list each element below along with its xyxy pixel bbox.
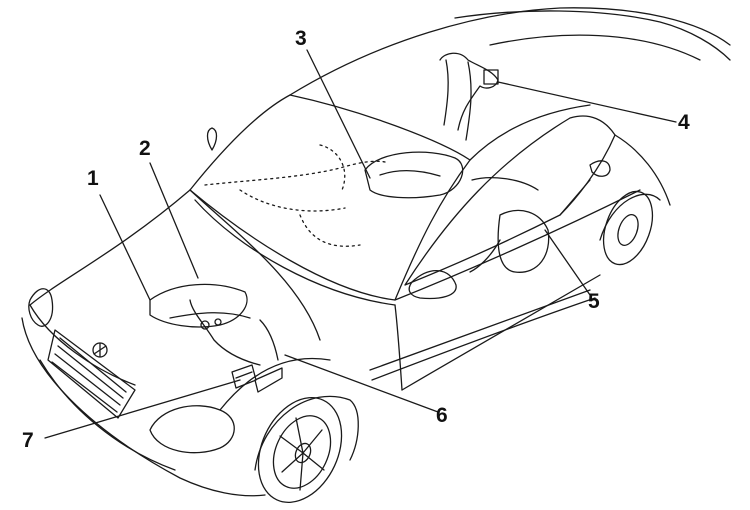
roof-rear-line <box>489 34 701 61</box>
b-pillar-line <box>559 179 591 216</box>
callout-2: 2 <box>139 137 151 160</box>
hood-right-edge <box>189 189 321 341</box>
rocker-panel <box>369 289 591 371</box>
front-wheel <box>257 396 343 504</box>
front-bumper <box>21 317 266 497</box>
rear-quarter <box>614 134 671 206</box>
windshield-wiper-area <box>194 199 396 306</box>
a-pillar <box>469 104 591 161</box>
callout-3: 3 <box>295 27 307 50</box>
callout-6: 6 <box>436 404 448 427</box>
leader-6 <box>284 354 439 413</box>
rear-wheel-hub <box>617 214 639 246</box>
rear-wheel <box>602 190 654 266</box>
door-line <box>394 304 403 391</box>
dashboard-harness <box>204 160 386 186</box>
windshield <box>189 94 471 301</box>
antenna <box>206 127 218 151</box>
fender-line <box>219 357 331 411</box>
callout-4: 4 <box>678 111 690 134</box>
bumper-lower <box>39 359 176 471</box>
harness-5 <box>497 209 550 273</box>
right-headlight <box>149 405 235 454</box>
leader-3 <box>306 49 371 179</box>
grille <box>47 329 136 419</box>
door-bottom <box>401 274 601 391</box>
belt-line <box>394 189 641 301</box>
engine-harness <box>149 283 248 328</box>
connector-4 <box>483 69 499 85</box>
leader-5 <box>544 229 591 296</box>
side-window <box>404 115 616 286</box>
rocker-panel-lower <box>371 297 596 381</box>
hood-left-edge <box>29 304 136 386</box>
leader-2 <box>149 162 199 279</box>
front-arch <box>254 395 359 471</box>
front-wheel-rim <box>272 415 332 489</box>
side-mirror <box>408 270 457 300</box>
side-marker <box>254 367 283 393</box>
callout-5: 5 <box>588 290 600 313</box>
rear-arch <box>599 193 661 241</box>
callout-7: 7 <box>22 429 34 452</box>
relay-box-7 <box>231 364 257 389</box>
roof-inner-line <box>454 10 731 61</box>
harness-3 <box>364 151 464 199</box>
front-wheel-hub <box>294 442 312 464</box>
callout-1: 1 <box>87 167 99 190</box>
leader-1 <box>99 194 151 301</box>
roof-line <box>289 7 731 96</box>
hood-front-edge <box>29 189 191 306</box>
leader-4 <box>497 81 677 123</box>
left-headlight <box>28 288 54 327</box>
leader-7 <box>44 379 241 439</box>
